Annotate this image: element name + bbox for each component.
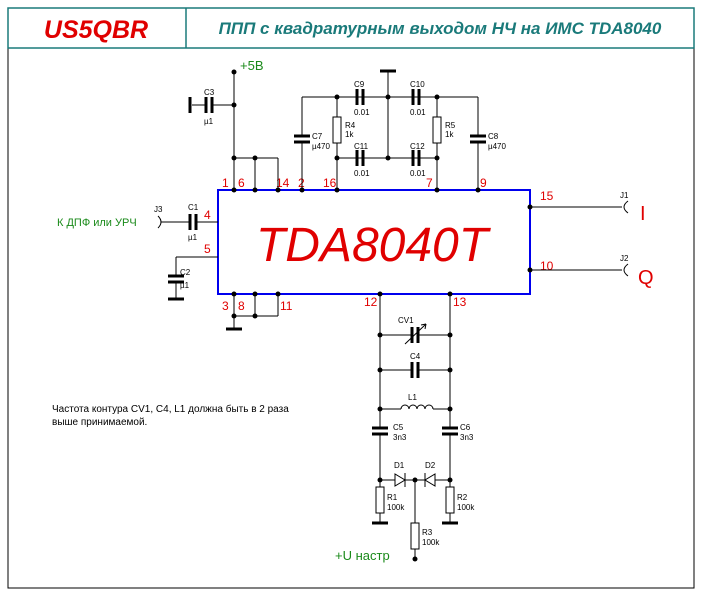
top-network [294, 69, 486, 193]
c11-ref: C11 [354, 142, 369, 151]
c10-ref: C10 [410, 80, 425, 89]
pin-14: 14 [276, 176, 290, 190]
r4-value: 1k [345, 130, 354, 139]
pin-4: 4 [204, 208, 211, 222]
c5-ref: C5 [393, 423, 404, 432]
j2-label: J2 [620, 254, 629, 263]
r1-ref: R1 [387, 493, 398, 502]
c2-ref: C2 [180, 268, 191, 277]
chip-label: TDA8040T [256, 219, 492, 272]
c7-value: µ470 [312, 142, 331, 151]
chip-body [217, 189, 531, 295]
pin-7: 7 [426, 176, 433, 190]
c4-ref: C4 [410, 352, 421, 361]
r4-ref: R4 [345, 121, 356, 130]
c1-ref: C1 [188, 203, 199, 212]
c6-value: 3n3 [460, 433, 474, 442]
c5-value: 3n3 [393, 433, 407, 442]
header-box [7, 7, 695, 49]
c2-value: µ1 [180, 281, 190, 290]
note-line-1: Частота контура CV1, C4, L1 должна быть … [52, 403, 289, 415]
r3-ref: R3 [422, 528, 433, 537]
c11-value: 0.01 [354, 169, 370, 178]
j3-label: J3 [154, 205, 163, 214]
outer-frame [7, 7, 695, 589]
r5-ref: R5 [445, 121, 456, 130]
tank-network [372, 291, 458, 562]
c3-ref: C3 [204, 88, 215, 97]
pin-5: 5 [204, 242, 211, 256]
pin-9: 9 [480, 176, 487, 190]
c12-value: 0.01 [410, 169, 426, 178]
pin-1: 1 [222, 176, 229, 190]
note-line-2: выше принимаемой. [52, 417, 147, 428]
pin-6: 6 [238, 176, 245, 190]
cv1-ref: CV1 [398, 316, 414, 325]
c9-value: 0.01 [354, 108, 370, 117]
pin-3: 3 [222, 299, 229, 313]
l1-ref: L1 [408, 393, 417, 402]
c1-value: µ1 [188, 233, 198, 242]
d2-ref: D2 [425, 461, 436, 470]
c8-value: µ470 [488, 142, 507, 151]
pin-10: 10 [540, 259, 554, 273]
c9-ref: C9 [354, 80, 365, 89]
pin-11: 11 [280, 299, 293, 313]
c8-ref: C8 [488, 132, 499, 141]
r5-value: 1k [445, 130, 454, 139]
tuning-voltage-label: +U настр [335, 548, 390, 563]
pin-16: 16 [323, 176, 337, 190]
output-network [527, 200, 629, 277]
c3-value: µ1 [204, 117, 214, 126]
callsign-label: US5QBR [44, 16, 148, 44]
input-network [157, 214, 218, 301]
input-label: К ДПФ или УРЧ [57, 217, 137, 229]
r2-value: 100k [457, 503, 475, 512]
r1-value: 100k [387, 503, 405, 512]
output-q-label: Q [638, 267, 654, 289]
r2-ref: R2 [457, 493, 468, 502]
output-i-label: I [640, 203, 646, 225]
pin-8: 8 [238, 299, 245, 313]
c7-ref: C7 [312, 132, 323, 141]
pin-15: 15 [540, 189, 554, 203]
supply-plus5-label: +5В [240, 58, 264, 73]
page-title: ППП с квадратурным выходом НЧ на ИМС TDA… [219, 19, 662, 38]
c12-ref: C12 [410, 142, 425, 151]
j1-label: J1 [620, 191, 629, 200]
ground-network [226, 291, 281, 331]
supply-network [188, 69, 281, 193]
d1-ref: D1 [394, 461, 405, 470]
c6-ref: C6 [460, 423, 471, 432]
c10-value: 0.01 [410, 108, 426, 117]
r3-value: 100k [422, 538, 440, 547]
pin-12: 12 [364, 295, 378, 309]
pin-13: 13 [453, 295, 467, 309]
